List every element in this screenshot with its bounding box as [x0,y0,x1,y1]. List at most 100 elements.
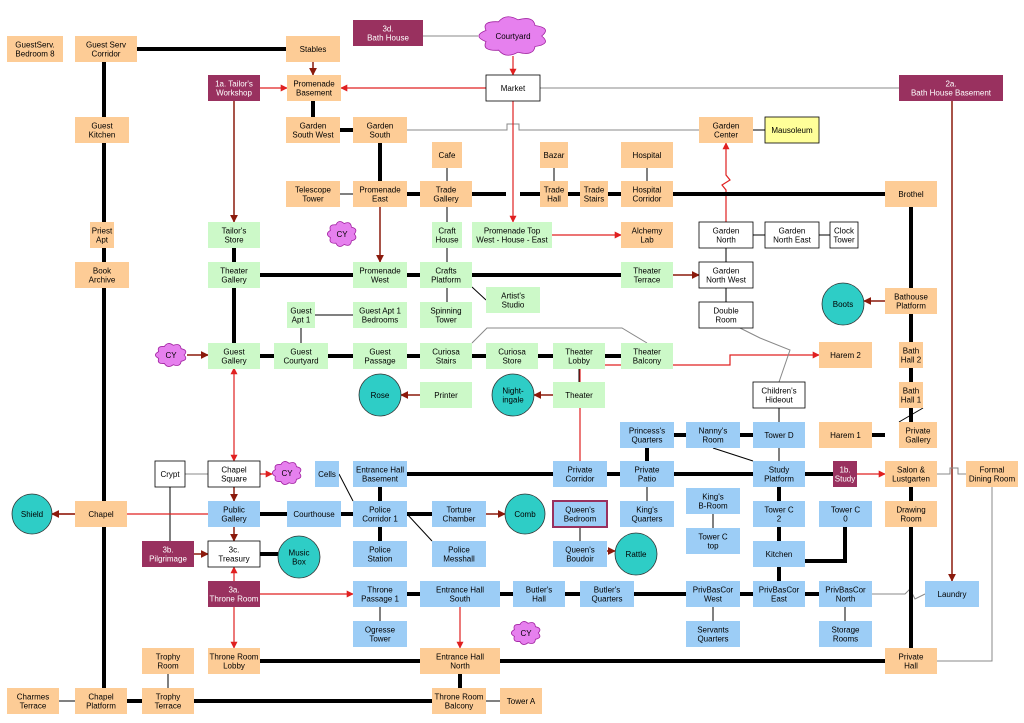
room-shape [315,461,339,487]
room-shape [513,581,565,607]
room-cy-1: CY [326,221,357,247]
room-label: Tower C [831,506,861,515]
room-shape [432,142,462,168]
room-label: Guest Apt 1 [359,307,401,316]
room-label: Lobby [223,662,245,671]
room-tower-d: Tower D [753,422,805,448]
room-boots: Boots [821,282,865,326]
room-label: Police [448,546,470,555]
room-label: Throne [367,586,393,595]
room-shape [819,581,872,607]
room-label: Crypt [160,470,180,479]
room-shape [75,688,127,714]
room-shape [420,181,472,207]
connector-12 [407,123,699,131]
room-label: Corridor [566,475,595,484]
room-brothel: Brothel [885,181,937,207]
room-shape [11,493,53,535]
room-kings-broom: King'sB-Room [686,488,740,514]
room-bath-house-basement-2a: 2a.Bath House Basement [899,75,1003,101]
room-market: Market [485,74,541,102]
room-label: Queen's [565,546,595,555]
room-label: Trophy [156,653,181,662]
room-label: Kitchen [766,550,793,559]
room-label: Trophy [156,693,181,702]
room-label: B-Room [698,502,728,511]
room-label: Crafts [435,267,456,276]
room-shape [620,461,674,487]
room-label: Theater [565,391,593,400]
room-shape [621,181,673,207]
room-label: Queen's [565,506,595,515]
room-label: Private [635,466,660,475]
room-label: North [836,595,856,604]
room-shape [621,222,673,248]
room-label: North [716,236,736,245]
room-label: Theater [220,267,248,276]
room-shape [326,221,357,247]
room-shape [621,262,673,288]
room-shape [686,528,740,554]
room-label: Basement [362,475,399,484]
room-label: Hall [547,195,561,204]
room-shape [420,648,500,674]
room-shape [621,142,673,168]
room-label: Room [900,515,922,524]
room-shape [353,181,407,207]
room-shape [353,501,407,527]
room-shape [753,581,805,607]
room-label: Center [714,131,738,140]
room-label: Gallery [221,276,246,285]
room-label: Guest Serv [86,41,126,50]
room-shape [553,343,605,369]
room-shape [753,541,805,567]
room-label: Trade [436,186,457,195]
room-label: Garden [713,122,740,131]
room-shape [753,422,805,448]
room-label: Curiosa [498,348,526,357]
room-label: Stairs [436,357,456,366]
room-label: Hideout [765,396,793,405]
room-shape [75,117,129,143]
room-label: Room [715,316,737,325]
room-label: 2 [777,515,782,524]
room-label: Charmes [17,693,49,702]
room-label: Theater [633,348,661,357]
room-chapel: Chapel [75,501,127,527]
room-label: Dining Room [969,475,1016,484]
room-label: Guest [223,348,245,357]
room-label: Bath House Basement [911,89,992,98]
room-label: House [435,236,459,245]
room-shape [491,373,535,417]
room-label: Quarters [591,595,622,604]
room-shape [686,621,740,647]
room-shape [420,382,472,408]
room-shape [764,116,820,144]
room-label: Craft [438,227,456,236]
room-label: Courtyard [283,357,318,366]
room-shape [274,343,328,369]
room-shape [686,581,740,607]
room-shape [286,117,340,143]
room-shape [686,488,740,514]
room-shape [819,342,872,368]
room-label: CY [165,351,177,360]
room-label: Formal [980,466,1005,475]
connector-96 [805,527,847,563]
